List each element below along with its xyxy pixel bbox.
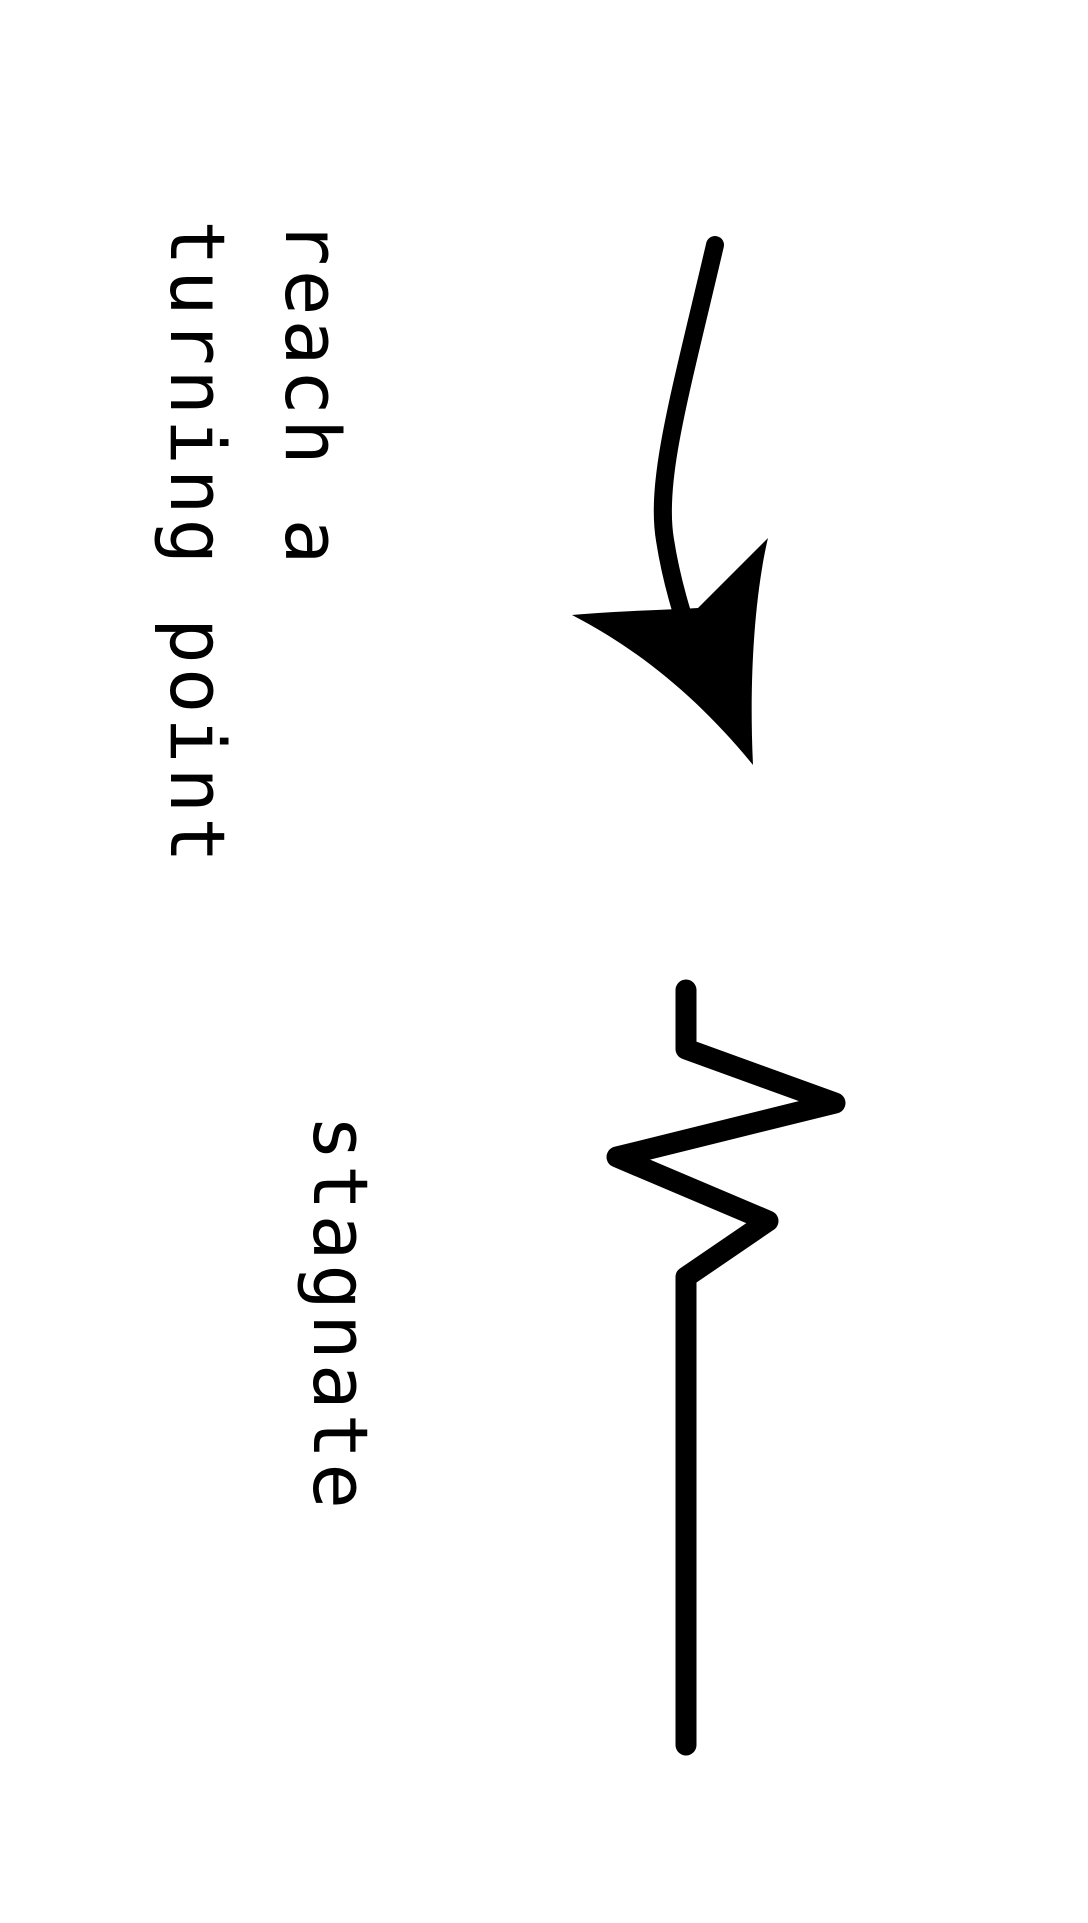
turning-point-label-line1: reach a	[268, 220, 357, 569]
zigzag-flatline-icon	[606, 979, 846, 1756]
zigzag-line	[606, 979, 846, 1756]
stagnate-label: stagnate	[296, 1115, 385, 1514]
curved-down-arrow-icon	[572, 236, 768, 765]
turning-point-label-line2: turning point	[153, 220, 242, 867]
curved-arrow-shaft	[653, 236, 724, 669]
curved-arrow-head	[572, 538, 768, 765]
